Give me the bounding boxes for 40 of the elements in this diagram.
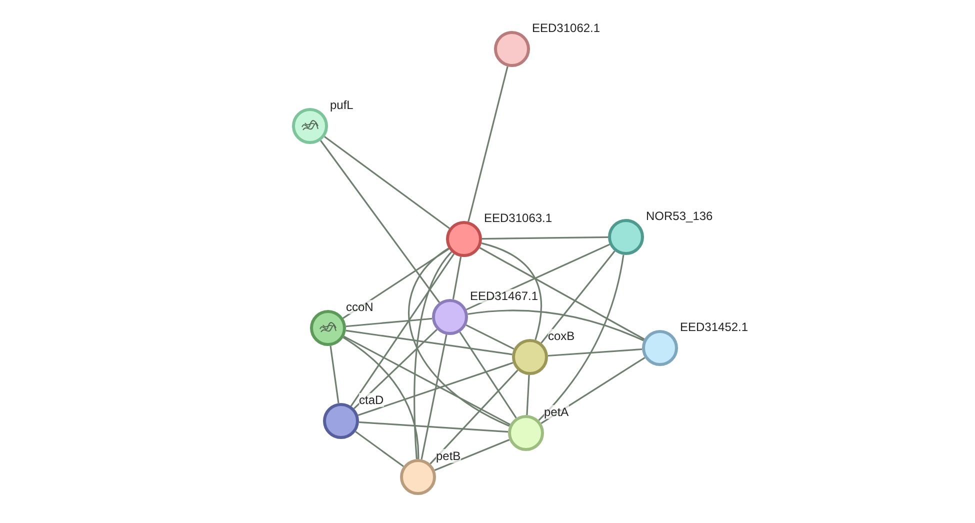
interaction-line	[468, 66, 508, 222]
protein-label: EED31452.1	[680, 320, 748, 334]
protein-label: petA	[544, 405, 569, 419]
interaction-line	[466, 324, 514, 350]
interaction-line	[414, 251, 452, 460]
interaction-line	[346, 318, 432, 328]
interaction-line	[479, 247, 645, 340]
interaction-line	[353, 328, 438, 410]
protein-label: pufL	[330, 98, 354, 112]
interaction-line	[526, 374, 530, 416]
interaction-line	[540, 250, 616, 344]
interaction-line	[548, 348, 642, 357]
protein-label: ccoN	[346, 300, 374, 314]
protein-label: petB	[436, 449, 461, 463]
interaction-line	[350, 253, 455, 407]
protein-label: coxB	[548, 329, 575, 343]
interaction-line	[408, 248, 510, 427]
interaction-line	[330, 346, 340, 404]
interaction-line	[342, 336, 420, 460]
interaction-line	[459, 332, 517, 418]
interaction-line	[355, 430, 404, 468]
protein-label: NOR53_136	[646, 209, 713, 223]
interaction-line	[481, 242, 542, 340]
interaction-line	[358, 421, 508, 433]
interaction-line	[538, 254, 624, 421]
interaction-line	[344, 336, 510, 426]
interaction-line	[482, 236, 608, 240]
interaction-line	[468, 310, 644, 342]
interaction-line	[420, 334, 448, 460]
interaction-line	[320, 140, 440, 303]
interaction-line	[324, 136, 450, 229]
interaction-line	[430, 370, 518, 464]
protein-label: EED31062.1	[532, 21, 600, 35]
interaction-line	[434, 439, 510, 471]
protein-label: EED31467.1	[470, 289, 538, 303]
interaction-line	[346, 330, 512, 356]
interaction-line	[358, 362, 514, 416]
interaction-line	[452, 256, 462, 300]
protein-label: ctaD	[359, 393, 384, 407]
protein-label: EED31063.1	[484, 211, 552, 225]
